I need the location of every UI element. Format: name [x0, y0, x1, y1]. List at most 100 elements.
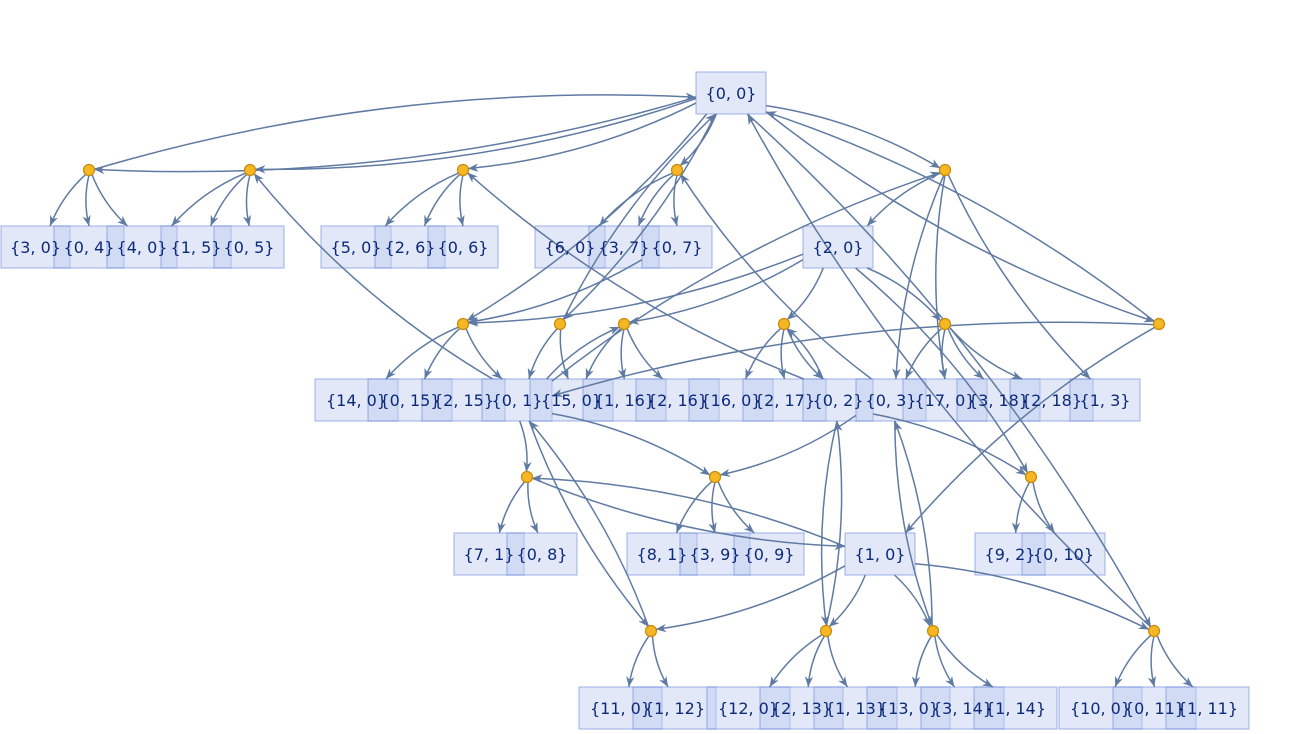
- hub-vertex-dot: [670, 163, 684, 177]
- edge-arrow: [746, 113, 1152, 628]
- vertex-label: {3, 9}: [690, 545, 741, 564]
- vertex-box-9-2: [974, 532, 1046, 576]
- vertex-label: {5, 0}: [331, 238, 382, 257]
- vertex-label: {1, 0}: [855, 545, 906, 564]
- edge-arrow: [679, 173, 872, 380]
- hub-vertex-dot: [82, 163, 96, 177]
- edge-arrow: [746, 113, 1152, 628]
- edge-arrow: [93, 96, 697, 175]
- vertex-label: {2, 6}: [385, 238, 436, 257]
- edge-arrow: [938, 328, 947, 380]
- vertex-label: {0, 8}: [517, 545, 568, 564]
- vertex-box-17-0: [902, 378, 988, 422]
- vertex-label: {2, 15}: [433, 391, 494, 410]
- vertex-box-1-5: [160, 225, 232, 269]
- vertex-label: {0, 15}: [379, 391, 440, 410]
- vertex-box-2-6: [374, 225, 446, 269]
- hub-vertex-dot: [777, 317, 791, 331]
- edge-arrow: [518, 420, 532, 473]
- edge-arrow: [423, 327, 461, 380]
- edge-arrow: [1156, 634, 1194, 688]
- vertex-box-0-5: [213, 225, 285, 269]
- vertex-box-0-3: [855, 378, 927, 422]
- vertex-box-8-1: [626, 532, 698, 576]
- vertex-label: {2, 0}: [813, 238, 864, 257]
- vertex-label: {16, 0}: [700, 391, 761, 410]
- hub-vertex-dot: [617, 317, 631, 331]
- edge-arrow: [170, 172, 247, 227]
- vertex-label: {0, 6}: [438, 238, 489, 257]
- vertex-label: {14, 0}: [326, 391, 387, 410]
- edge-arrow: [385, 326, 460, 380]
- edge-arrow: [531, 477, 846, 551]
- vertex-label: {3, 0}: [10, 238, 61, 257]
- edge-arrow: [254, 97, 697, 174]
- edge-arrow: [827, 635, 849, 688]
- edge-arrow: [936, 633, 994, 688]
- vertex-label: {1, 3}: [1080, 391, 1131, 410]
- edge-arrow: [765, 111, 1155, 323]
- vertex-label: {1, 12}: [644, 699, 705, 718]
- hub-vertex-dot: [1152, 317, 1166, 331]
- edge-arrow: [904, 326, 1156, 534]
- vertex-label: {3, 18}: [968, 391, 1029, 410]
- edge-arrow: [456, 174, 465, 227]
- vertex-box-12-0: [706, 686, 791, 730]
- edge-arrow: [423, 173, 461, 227]
- vertex-box-10-0: [1058, 686, 1143, 730]
- vertex-box-0-8: [506, 532, 578, 576]
- vertex-label: {15, 0}: [541, 391, 602, 410]
- vertex-box-0-2: [802, 378, 874, 422]
- vertex-box-2-18: [1009, 378, 1094, 422]
- edge-arrow: [91, 173, 129, 227]
- edge-arrow: [894, 420, 933, 627]
- edge-arrow: [384, 172, 460, 227]
- vertex-label: {1, 5}: [171, 238, 222, 257]
- edge-arrow: [82, 174, 91, 227]
- vertex-label: {0, 5}: [224, 238, 275, 257]
- hub-vertex-dot: [938, 317, 952, 331]
- edge-arrow: [210, 173, 248, 227]
- vertex-label: {12, 0}: [718, 699, 779, 718]
- edge-arrow: [559, 328, 569, 380]
- edge-arrow: [497, 481, 526, 534]
- vertex-label: {2, 16}: [647, 391, 708, 410]
- edge-arrow: [786, 327, 824, 380]
- edge-arrow: [675, 480, 713, 534]
- edge-arrow: [598, 172, 674, 227]
- vertex-box-0-15: [367, 378, 453, 422]
- vertex-label: {1, 16}: [594, 391, 655, 410]
- edge-arrow: [1011, 481, 1031, 534]
- vertex-label: {0, 4}: [64, 238, 115, 257]
- vertex-box-2-16: [635, 378, 720, 422]
- hub-vertex-dot: [456, 317, 470, 331]
- vertex-box-2-13: [759, 686, 844, 730]
- vertex-box-0-0: [695, 71, 767, 115]
- edge-arrow: [551, 412, 711, 476]
- edge-arrow: [820, 420, 838, 627]
- vertex-label: {17, 0}: [914, 391, 975, 410]
- edge-arrow: [551, 321, 1155, 397]
- edge-arrow: [708, 481, 717, 534]
- edge-arrow: [893, 574, 931, 628]
- edge-arrow: [934, 635, 956, 688]
- vertex-label: {6, 0}: [545, 238, 596, 257]
- edge-arrow: [828, 574, 866, 628]
- vertex-box-16-0: [688, 378, 774, 422]
- vertex-box-3-14: [920, 686, 1005, 730]
- vertex-label: {0, 0}: [706, 84, 757, 103]
- edge-arrow: [765, 104, 941, 169]
- vertex-label: {0, 7}: [652, 238, 703, 257]
- edge-arrow: [528, 420, 650, 627]
- hub-vertex-dot: [243, 163, 257, 177]
- vertex-label: {9, 2}: [985, 545, 1036, 564]
- vertex-box-3-9: [679, 532, 751, 576]
- vertex-label: {3, 14}: [932, 699, 993, 718]
- edge-arrow: [467, 253, 804, 327]
- edge-arrow: [1114, 634, 1152, 688]
- hub-vertex-dot: [819, 624, 833, 638]
- vertex-box-0-6: [427, 225, 499, 269]
- hub-vertex-dot: [456, 163, 470, 177]
- vertex-box-2-0: [802, 225, 874, 269]
- edge-arrow: [93, 92, 697, 171]
